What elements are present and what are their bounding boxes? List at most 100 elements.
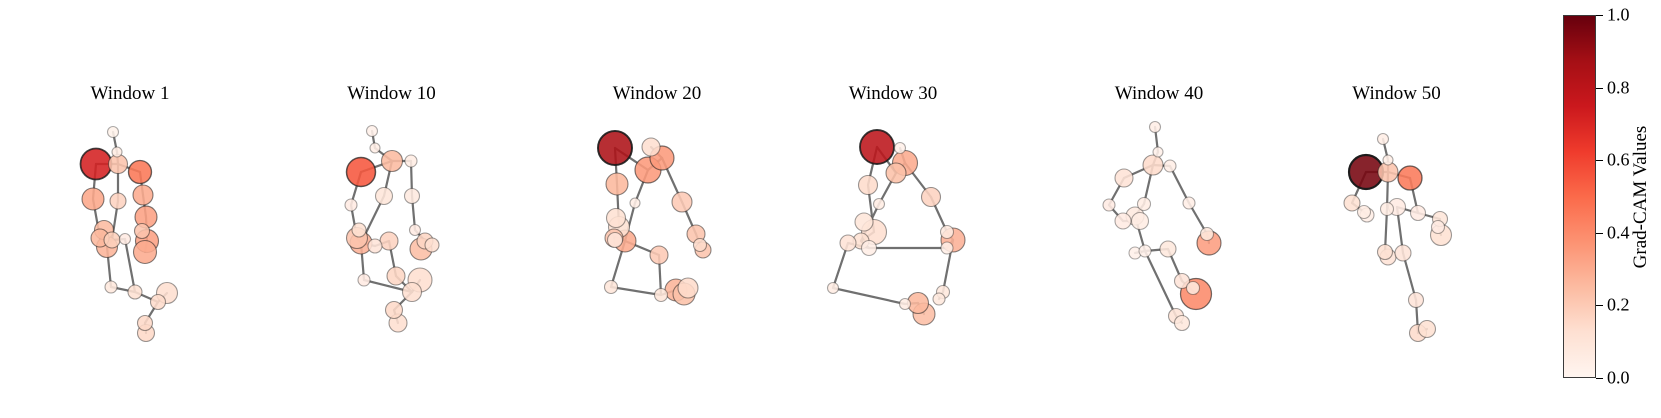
skeleton-joint-node (839, 234, 857, 252)
skeleton-joint-node (1185, 280, 1201, 296)
skeleton-joint-node (127, 159, 153, 185)
skeleton-joint-node (136, 314, 154, 332)
colorbar-tick-label: 0.2 (1607, 294, 1630, 315)
skeleton-joint-node (854, 212, 874, 232)
skeleton-joint-node (603, 279, 619, 295)
skeleton-joint-node (1343, 194, 1361, 212)
skeleton-joint-node (649, 245, 669, 265)
skeleton-joint-node (898, 297, 912, 311)
skeleton-joint-node (149, 293, 167, 311)
skeleton-joint-node (1382, 154, 1394, 166)
skeleton-joint-node (357, 273, 371, 287)
skeleton-joint-node (826, 281, 840, 295)
skeleton-joint-node (939, 224, 955, 240)
skeleton-joint-node (1379, 201, 1395, 217)
skeleton-joint-node (1142, 154, 1164, 176)
skeleton-joint-node (677, 277, 699, 299)
skeleton-joint-node (893, 141, 907, 155)
panel-title: Window 50 (1352, 83, 1441, 104)
colorbar-tick (1596, 15, 1603, 16)
skeleton-joint-node (857, 174, 879, 196)
skeleton-joint-node (380, 149, 404, 173)
skeleton-joint-node (384, 300, 404, 320)
skeleton-joint-node (1152, 146, 1164, 158)
skeleton-joint-node (109, 192, 127, 210)
skeleton-joint-node (860, 239, 878, 257)
panel-title: Window 20 (612, 83, 702, 104)
skeleton-joint-node (641, 137, 661, 157)
skeleton-joint-node (133, 222, 151, 240)
skeleton-joint-node (132, 239, 158, 265)
skeleton-joint-node (1173, 314, 1191, 332)
skeleton-joint-node (1430, 219, 1446, 235)
skeleton-joint-node (81, 187, 105, 211)
colorbar-gradient (1563, 15, 1596, 378)
skeleton-joint-node (1407, 291, 1425, 309)
colorbar-axis-label: Grad-CAM Values (1630, 125, 1651, 269)
skeleton-joint-node (118, 232, 132, 246)
skeleton-joint-node (605, 172, 629, 196)
skeleton-edge (831, 286, 907, 306)
skeleton-joint-node (885, 162, 907, 184)
colorbar-tick (1596, 305, 1603, 307)
skeleton-edge (1168, 164, 1191, 205)
skeleton-joint-node (1163, 159, 1177, 173)
skeleton-joint-node (1356, 204, 1372, 220)
skeleton-joint-node (345, 156, 377, 188)
skeleton-nodes (79, 125, 179, 343)
skeleton-joint-node (1138, 244, 1152, 258)
skeleton-joint-node (111, 146, 123, 158)
skeleton-nodes (1343, 132, 1453, 343)
skeleton-joint-node (606, 231, 624, 249)
skeleton-joint-node (1397, 165, 1423, 191)
skeleton-joint-node (1376, 132, 1390, 146)
skeleton-joint-node (408, 223, 422, 237)
panel-title: Window 40 (1114, 83, 1204, 104)
skeleton-nodes (344, 124, 440, 333)
skeleton-joint-node (367, 238, 383, 254)
colorbar-tick-label: 0.0 (1607, 367, 1630, 388)
skeleton-joint-node (1173, 272, 1191, 290)
skeleton-joint-node (940, 241, 954, 255)
skeleton-edge (1401, 251, 1418, 302)
skeleton-joint-node (379, 231, 399, 251)
skeleton-joint-node (1409, 204, 1427, 222)
skeleton-joint-node (104, 280, 118, 294)
skeleton-joint-node (1182, 196, 1196, 210)
skeleton-joint-node (1130, 211, 1150, 231)
skeleton-joint-node (605, 207, 627, 229)
skeleton-joint-node (859, 129, 895, 165)
skeleton-edge (1143, 249, 1178, 318)
colorbar-tick-label: 0.8 (1607, 77, 1630, 98)
skeleton-joint-node (872, 197, 886, 211)
panel-title: Window 1 (90, 83, 170, 104)
colorbar-tick (1596, 232, 1603, 234)
skeleton-joint-node (1394, 244, 1412, 262)
skeleton-joint-node (671, 191, 693, 213)
skeleton-joint-node (1376, 243, 1394, 261)
colorbar-tick-label: 0.4 (1607, 222, 1630, 243)
skeleton-joint-node (127, 284, 143, 300)
skeleton-edge (609, 285, 663, 297)
skeleton-joint-node (132, 184, 154, 206)
panel-title: Window 10 (347, 83, 436, 104)
skeleton-joint-node (351, 222, 367, 238)
skeleton-joint-node (1148, 120, 1162, 134)
skeleton-joint-node (1136, 196, 1152, 212)
colorbar-tick-label: 0.6 (1607, 149, 1630, 170)
skeleton-joint-node (365, 124, 379, 138)
skeleton-joint-node (404, 154, 418, 168)
skeleton-joint-node (344, 198, 358, 212)
skeleton-joint-node (1102, 198, 1116, 212)
skeleton-joint-node (369, 142, 381, 154)
